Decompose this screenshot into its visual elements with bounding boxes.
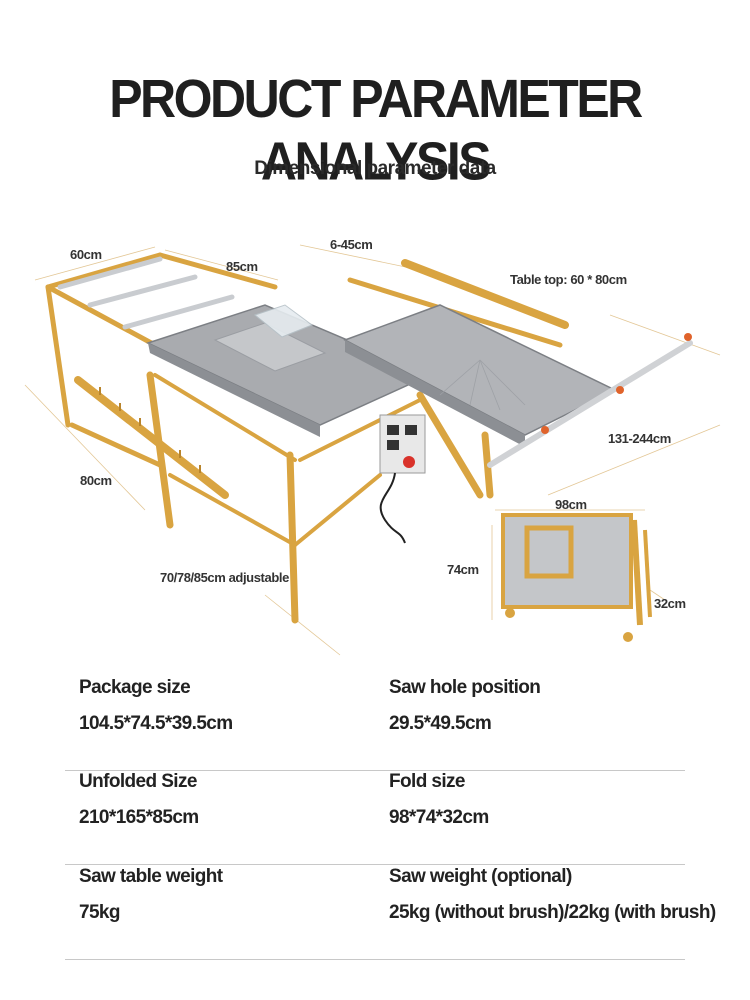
dim-label-131-244cm: 131-244cm (608, 431, 671, 446)
spec-row-1: Package size 104.5*74.5*39.5cm Saw hole … (65, 676, 685, 771)
dim-label-tabletop: Table top: 60 * 80cm (510, 272, 627, 287)
table-legs (146, 371, 494, 624)
spec-value: 25kg (without brush)/22kg (with brush) (389, 902, 716, 923)
back-slat-rail (401, 259, 569, 329)
spec-value: 29.5*49.5cm (389, 713, 492, 734)
folded-unit (501, 513, 652, 642)
spec-label: Package size (79, 677, 191, 698)
blade-guard (253, 304, 314, 338)
control-box (379, 414, 426, 474)
blade-insert-plate (213, 322, 327, 372)
spec-label: Saw weight (optional) (389, 866, 572, 887)
spec-unfolded-size: Unfolded Size 210*165*85cm (79, 770, 199, 830)
dim-label-98cm: 98cm (555, 497, 587, 512)
dim-label-6-45cm: 6-45cm (330, 237, 373, 252)
power-cord (379, 472, 406, 544)
stop-button (403, 456, 415, 468)
spec-row-3: Saw table weight 75kg Saw weight (option… (65, 865, 716, 960)
spec-label: Fold size (389, 771, 465, 792)
left-extension-frame (45, 252, 278, 468)
right-table-front-edge (345, 340, 525, 447)
dim-label-32cm: 32cm (654, 596, 686, 611)
dimension-lines (24, 244, 721, 656)
spec-value: 210*165*85cm (79, 807, 199, 828)
table-guide-lines (439, 359, 526, 411)
rail-clamps (541, 333, 692, 434)
section-subtitle: Dimensional parameter data (254, 158, 496, 179)
saw-table-illustration (24, 244, 721, 656)
spec-label: Saw table weight (79, 866, 223, 887)
spec-package-size: Package size 104.5*74.5*39.5cm (79, 676, 233, 736)
roller-bars (57, 256, 235, 330)
spec-value: 75kg (79, 902, 121, 923)
spec-saw-weight: Saw weight (optional) 25kg (without brus… (389, 865, 716, 925)
spec-value: 104.5*74.5*39.5cm (79, 713, 233, 734)
dim-label-adjustable-height: 70/78/85cm adjustable (160, 570, 289, 585)
spec-saw-hole-position: Saw hole position 29.5*49.5cm (389, 676, 541, 736)
sliding-rail (487, 340, 693, 468)
spec-row-2: Unfolded Size 210*165*85cm Fold size 98*… (65, 770, 685, 865)
dim-label-74cm: 74cm (447, 562, 479, 577)
spec-label: Saw hole position (389, 677, 541, 698)
dim-label-60cm: 60cm (70, 247, 102, 262)
spec-fold-size: Fold size 98*74*32cm (389, 770, 489, 830)
dim-label-85cm: 85cm (226, 259, 258, 274)
leg-braces (153, 373, 422, 547)
spec-value: 98*74*32cm (389, 807, 489, 828)
spec-saw-table-weight: Saw table weight 75kg (79, 865, 223, 925)
left-table-front-edge (148, 343, 320, 437)
page-title: PRODUCT PARAMETER ANALYSIS (109, 68, 643, 192)
front-slat-rail (74, 376, 229, 499)
spec-label: Unfolded Size (79, 771, 197, 792)
dim-label-80cm: 80cm (80, 473, 112, 488)
